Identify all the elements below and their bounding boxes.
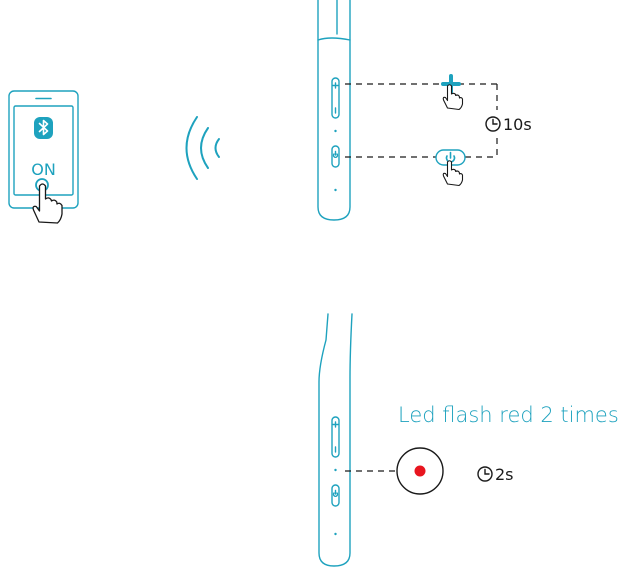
- timer-2s-label: 2s: [495, 465, 514, 484]
- earpiece-top-mic: [334, 189, 336, 191]
- earpiece-bottom-body: [319, 314, 352, 566]
- earpiece-bottom: [319, 314, 352, 566]
- phone-tap-pointer-icon: [33, 179, 62, 223]
- earpiece-top-neck: [318, 0, 350, 40]
- earpiece-bottom-mic: [334, 533, 336, 535]
- earpiece-top-led: [334, 130, 336, 132]
- clock-icon: [478, 467, 492, 481]
- led-indicator-icon: [397, 448, 443, 494]
- earpiece-top-body: [318, 0, 350, 220]
- timer-10s-label: 10s: [503, 115, 532, 134]
- step1-leader-lines: [345, 84, 497, 157]
- clock-icon: [486, 117, 500, 131]
- earpiece-bottom-led: [334, 469, 336, 471]
- led-flash-caption: Led flash red 2 times: [398, 402, 619, 428]
- earpiece-top: [318, 0, 350, 220]
- wireless-signal-icon: [187, 117, 220, 179]
- bluetooth-icon: [34, 117, 53, 139]
- phone-on-label: ON: [31, 160, 56, 179]
